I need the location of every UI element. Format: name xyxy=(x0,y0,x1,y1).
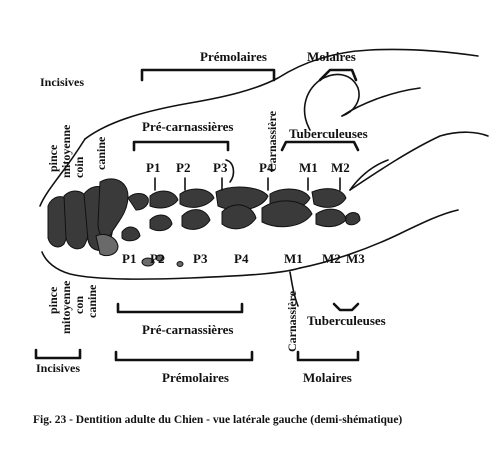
lower-tooth-code: P2 xyxy=(150,251,164,266)
lower-tooth-code: P1 xyxy=(122,251,136,266)
label-coin-bottom: con xyxy=(72,296,86,314)
lower-tooth-codes: P1 P2 P3 P4 M1 M2 M3 xyxy=(122,251,365,266)
upper-jaw-outline xyxy=(39,48,489,207)
upper-tooth-code: P3 xyxy=(213,160,228,175)
upper-tooth-code: P4 xyxy=(259,160,274,175)
label-premolaires-bottom: Prémolaires xyxy=(162,370,229,385)
label-carnassiere-bottom: Carnassière xyxy=(285,290,299,352)
upper-tooth-code: P1 xyxy=(146,160,160,175)
label-mitoyenne-top: mitoyenne xyxy=(59,124,73,178)
label-carnassiere-top: Carnassière xyxy=(265,110,279,172)
lower-tooth-code: M3 xyxy=(346,251,365,266)
label-molaires-top: Molaires xyxy=(307,49,356,64)
label-pre-carnassieres-top: Pré-carnassières xyxy=(142,119,233,134)
figure-caption: Fig. 23 - Dentition adulte du Chien - vu… xyxy=(33,414,402,426)
label-pince-bottom: pince xyxy=(46,286,60,314)
label-tuberculeuses-top: Tuberculeuses xyxy=(289,126,368,141)
lower-tooth-code: P4 xyxy=(234,251,249,266)
tooth-pointer-lines xyxy=(154,159,341,191)
tooth-row xyxy=(47,178,361,267)
upper-tooth-code: P2 xyxy=(176,160,190,175)
label-pince-top: pince xyxy=(46,144,60,172)
lower-tooth-code: M2 xyxy=(322,251,341,266)
label-pre-carnassieres-bottom: Pré-carnassières xyxy=(142,322,233,337)
label-tuberculeuses-bottom: Tuberculeuses xyxy=(307,313,386,328)
label-premolaires-top: Prémolaires xyxy=(200,49,267,64)
lower-braces xyxy=(34,302,360,362)
label-molaires-bottom: Molaires xyxy=(303,370,352,385)
upper-tooth-code: M2 xyxy=(331,160,350,175)
label-incisives-top: Incisives xyxy=(40,75,84,89)
label-incisives-bottom: Incisives xyxy=(36,361,80,375)
label-coin-top: coin xyxy=(72,156,86,178)
lower-tooth-code: M1 xyxy=(284,251,303,266)
upper-tooth-codes: P1 P2 P3 P4 M1 M2 xyxy=(146,160,350,175)
label-canine-top: canine xyxy=(94,136,108,170)
upper-braces xyxy=(132,68,360,152)
lower-jaw-outline xyxy=(41,209,459,307)
label-mitoyenne-bottom: mitoyenne xyxy=(59,280,73,334)
lower-tooth-code: P3 xyxy=(193,251,208,266)
upper-tooth-code: M1 xyxy=(299,160,318,175)
label-canine-bottom: canine xyxy=(85,284,99,318)
